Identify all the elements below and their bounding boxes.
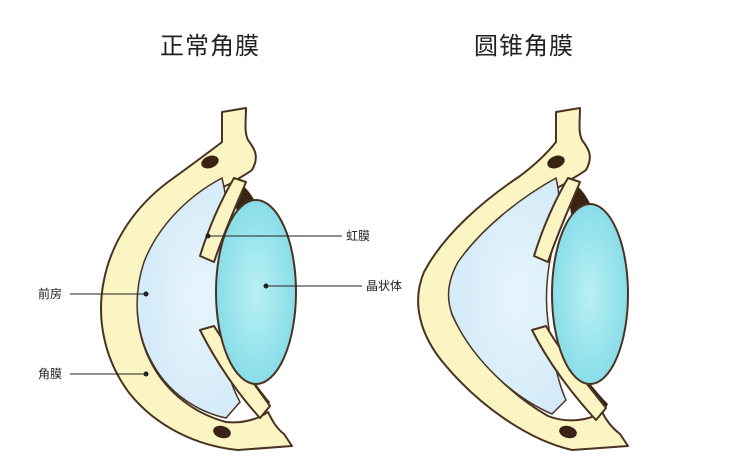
normal-cornea-title: 正常角膜	[160, 32, 260, 60]
cornea-sclera	[100, 107, 293, 451]
chamber-dot	[143, 291, 149, 297]
lens-dot	[263, 283, 269, 289]
keratoconus-eye	[417, 107, 629, 451]
cornea-label: 角膜	[38, 367, 62, 381]
lens	[215, 199, 297, 385]
iris-upper-right	[533, 177, 581, 263]
canal-spot-lower	[213, 425, 231, 439]
normal-eye: 虹膜 晶状体 前房 角膜	[38, 107, 402, 451]
cornea-sclera-right	[417, 107, 629, 451]
anterior-chamber-label: 前房	[38, 286, 62, 301]
keratoconus-title: 圆锥角膜	[474, 32, 574, 60]
iris-label: 虹膜	[346, 229, 370, 243]
iris-dot	[205, 233, 211, 239]
canal-spot-upper	[201, 155, 219, 169]
lens-right	[551, 203, 629, 385]
iris-upper	[199, 177, 247, 263]
canal-spot-lower-right	[559, 425, 577, 439]
lens-label: 晶状体	[366, 279, 402, 293]
cornea-dot	[143, 371, 149, 377]
canal-spot-upper-right	[547, 155, 565, 169]
